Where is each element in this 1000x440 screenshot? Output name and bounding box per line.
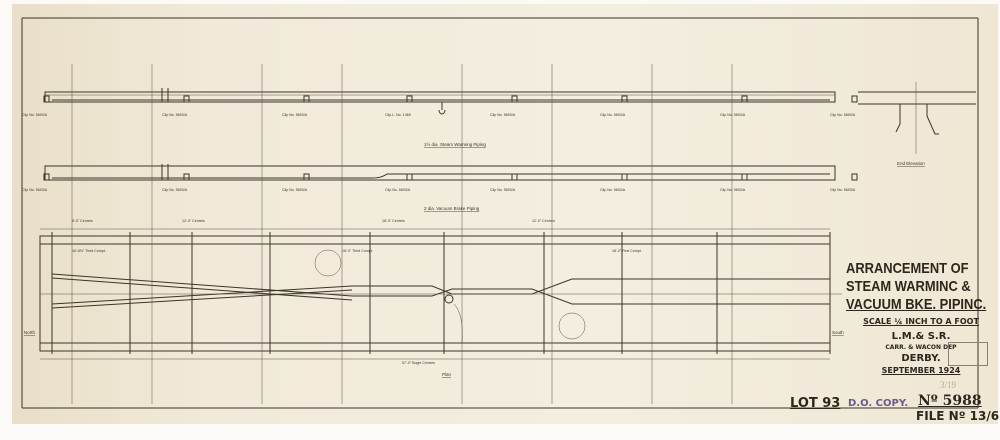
steam-clip-label: Clip No. 5693/A [830, 113, 856, 117]
pipe-clip [303, 95, 310, 103]
pencil-note: 3/19 [940, 380, 957, 390]
pipe-clip [511, 173, 518, 181]
drawing-number: Nº 5988 [918, 393, 982, 409]
pipe-clip [303, 173, 310, 181]
end-elevation-view [858, 82, 976, 154]
pipe-clip [183, 173, 190, 181]
vacuum-view-label: 2 dia. Vacuum Brake Piping [424, 206, 480, 211]
department: CARR. & WACON DEP [885, 344, 957, 351]
vacuum-clip-label: Clip No. 5693/A [22, 188, 48, 192]
technical-drawing: Clip No. 5693/A Clip No. 5693/A Clip No. 5… [21, 17, 979, 409]
north-label: North [24, 330, 36, 335]
steam-clip-label: Clip No. 5693/A [720, 113, 746, 117]
title-line-1: ARRANCEMENT OF [846, 260, 969, 277]
pipe-clip [621, 95, 628, 103]
lot-number: LOT 93 [790, 396, 841, 411]
vacuum-clip-label: Clip No. 5693/A [490, 188, 516, 192]
pipe-clip [851, 173, 858, 181]
bogie-centres-label: 57'-0" Bogie Centres [402, 361, 435, 365]
pipe-clip [851, 95, 858, 103]
steam-clip-label: Clip No. 5693/A [282, 113, 308, 117]
plan-dimension-note: 18'-0" Third Compt. [342, 249, 373, 253]
plan-label: Plan [442, 372, 452, 377]
company-name: L.M.& S.R. [891, 331, 951, 342]
steam-warming-view [44, 88, 836, 115]
vacuum-clip-label: Clip No. 5693/A [830, 188, 856, 192]
drawing-sheet: Clip No. 5693/A Clip No. 5693/A Clip No. 5… [12, 4, 998, 424]
vacuum-brake-view [44, 164, 836, 181]
do-copy-stamp: D.O. COPY. [848, 398, 909, 409]
pipe-clip [43, 95, 50, 103]
pipe-clip [511, 95, 518, 103]
plan-dimension-note: 8'-0" Centres [72, 219, 93, 223]
steam-clip-label: Clip L. No. 1469 [385, 113, 411, 117]
pipe-clip [406, 95, 413, 103]
title-line-2: STEAM WARMINC & [846, 278, 971, 295]
pipe-clip [621, 173, 628, 181]
plan-dimension-note: 16'-8⅝" Third Compt. [72, 249, 106, 253]
scale-note: SCALE ¼ INCH TO A FOOT [863, 317, 979, 326]
plan-dimension-note: 12'-0" Centres [532, 219, 555, 223]
steam-clip-label: Clip No. 5693/A [162, 113, 188, 117]
pipe-clip [43, 173, 50, 181]
steam-clip-label: Clip No. 5693/A [600, 113, 626, 117]
plan-view [39, 228, 842, 360]
title-line-3: VACUUM BKE. PIPINC. [846, 296, 987, 313]
pipe-clip [741, 95, 748, 103]
vacuum-clip-label: Clip No. 5693/A [720, 188, 746, 192]
pipe-clip [183, 95, 190, 103]
south-label: South [832, 330, 844, 335]
steam-view-label: 1½ dia. Steam Warming Piping [424, 141, 486, 147]
end-elevation-label: End Elevation [897, 161, 925, 166]
pipe-clip [741, 173, 748, 181]
vacuum-clip-label: Clip No. 5693/A [600, 188, 626, 192]
steam-clip-label: Clip No. 5693/A [490, 113, 516, 117]
plan-dimension-note: 12'-0" Centres [182, 219, 205, 223]
plan-dimension-note: 18'-0" Centres [382, 219, 405, 223]
approval-stamp-box [948, 342, 988, 366]
vacuum-clip-label: Clip No. 5693/A [282, 188, 308, 192]
file-number: FILE Nº 13/659 [916, 409, 1000, 423]
location: DERBY. [901, 353, 941, 364]
drawing-date: SEPTEMBER 1924 [881, 366, 961, 375]
vacuum-clip-label: Clip No. 5693/A [385, 188, 411, 192]
plan-dimension-note: 18'-0" First Compt. [612, 249, 642, 253]
pipe-clip [406, 173, 413, 181]
vacuum-clip-label: Clip No. 5693/A [162, 188, 188, 192]
steam-clip-label: Clip No. 5693/A [22, 113, 48, 117]
